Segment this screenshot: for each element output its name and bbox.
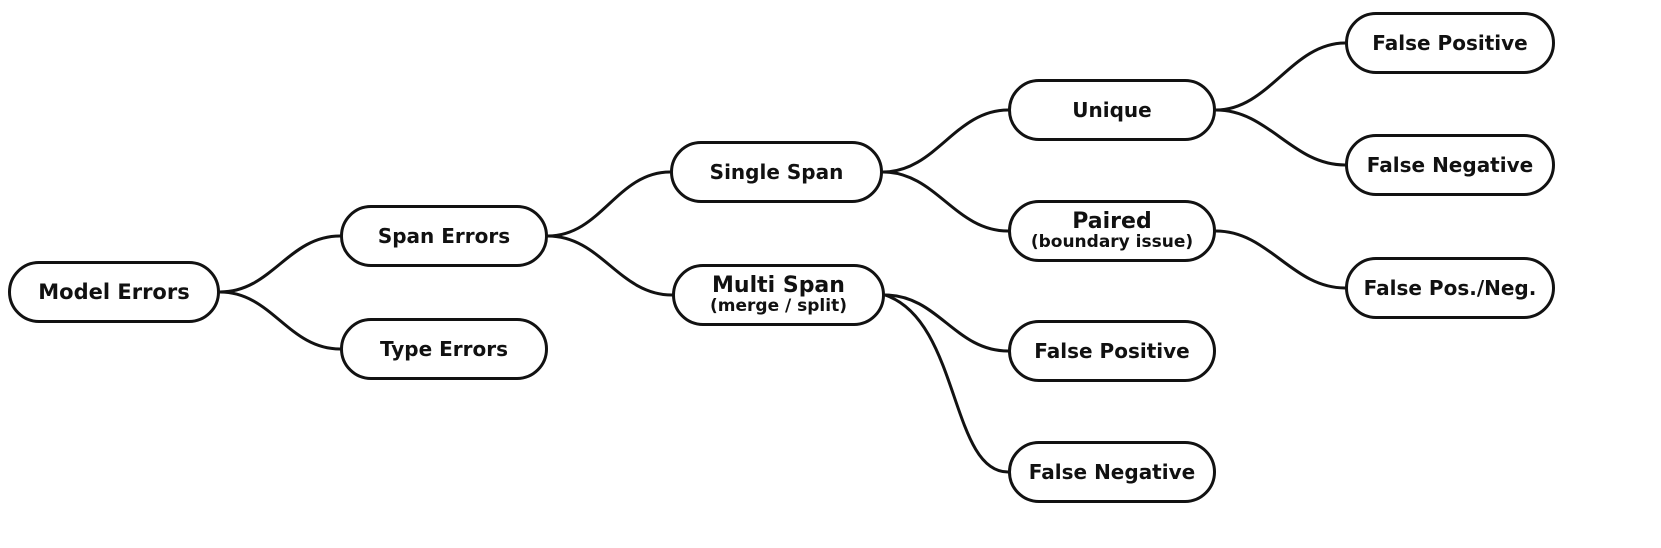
edge-unique-to-false-negative [1214,108,1347,167]
node-paired-false-pos-neg[interactable]: False Pos./Neg. [1345,257,1555,319]
node-title: False Positive [1372,30,1528,55]
node-unique[interactable]: Unique [1008,79,1216,141]
edge-paired-to-false-pos-neg [1214,229,1347,290]
node-title: Model Errors [38,279,190,304]
node-title: Paired [1072,209,1152,235]
node-multi-false-negative[interactable]: False Negative [1008,441,1216,503]
node-type-errors[interactable]: Type Errors [340,318,548,380]
edge-multi-span-to-false-negative [883,293,1010,474]
node-paired[interactable]: Paired(boundary issue) [1008,200,1216,262]
edge-multi-span-to-false-positive [883,293,1010,353]
node-subtitle: (boundary issue) [1030,232,1194,253]
node-subtitle: (merge / split) [710,296,847,317]
node-multi-span[interactable]: Multi Span(merge / split) [672,264,885,326]
edge-single-span-to-paired [881,170,1010,233]
node-title: Multi Span [712,273,845,299]
node-title: Single Span [709,159,844,184]
node-unique-false-positive[interactable]: False Positive [1345,12,1555,74]
node-title: Unique [1072,97,1152,122]
edge-single-span-to-unique [881,108,1010,174]
edge-span-errors-to-single-span [546,170,672,238]
node-unique-false-negative[interactable]: False Negative [1345,134,1555,196]
edge-span-errors-to-multi-span [546,234,674,297]
node-span-errors[interactable]: Span Errors [340,205,548,267]
edge-model-errors-to-type-errors [218,290,342,351]
node-title: False Pos./Neg. [1363,275,1537,300]
node-title: Type Errors [379,336,509,361]
node-single-span[interactable]: Single Span [670,141,883,203]
edge-model-errors-to-span-errors [218,234,342,294]
edge-unique-to-false-positive [1214,41,1347,112]
node-title: Span Errors [377,223,511,248]
node-multi-false-positive[interactable]: False Positive [1008,320,1216,382]
node-title: False Positive [1034,338,1190,363]
node-model-errors[interactable]: Model Errors [8,261,220,323]
node-title: False Negative [1028,459,1196,484]
node-title: False Negative [1366,152,1534,177]
